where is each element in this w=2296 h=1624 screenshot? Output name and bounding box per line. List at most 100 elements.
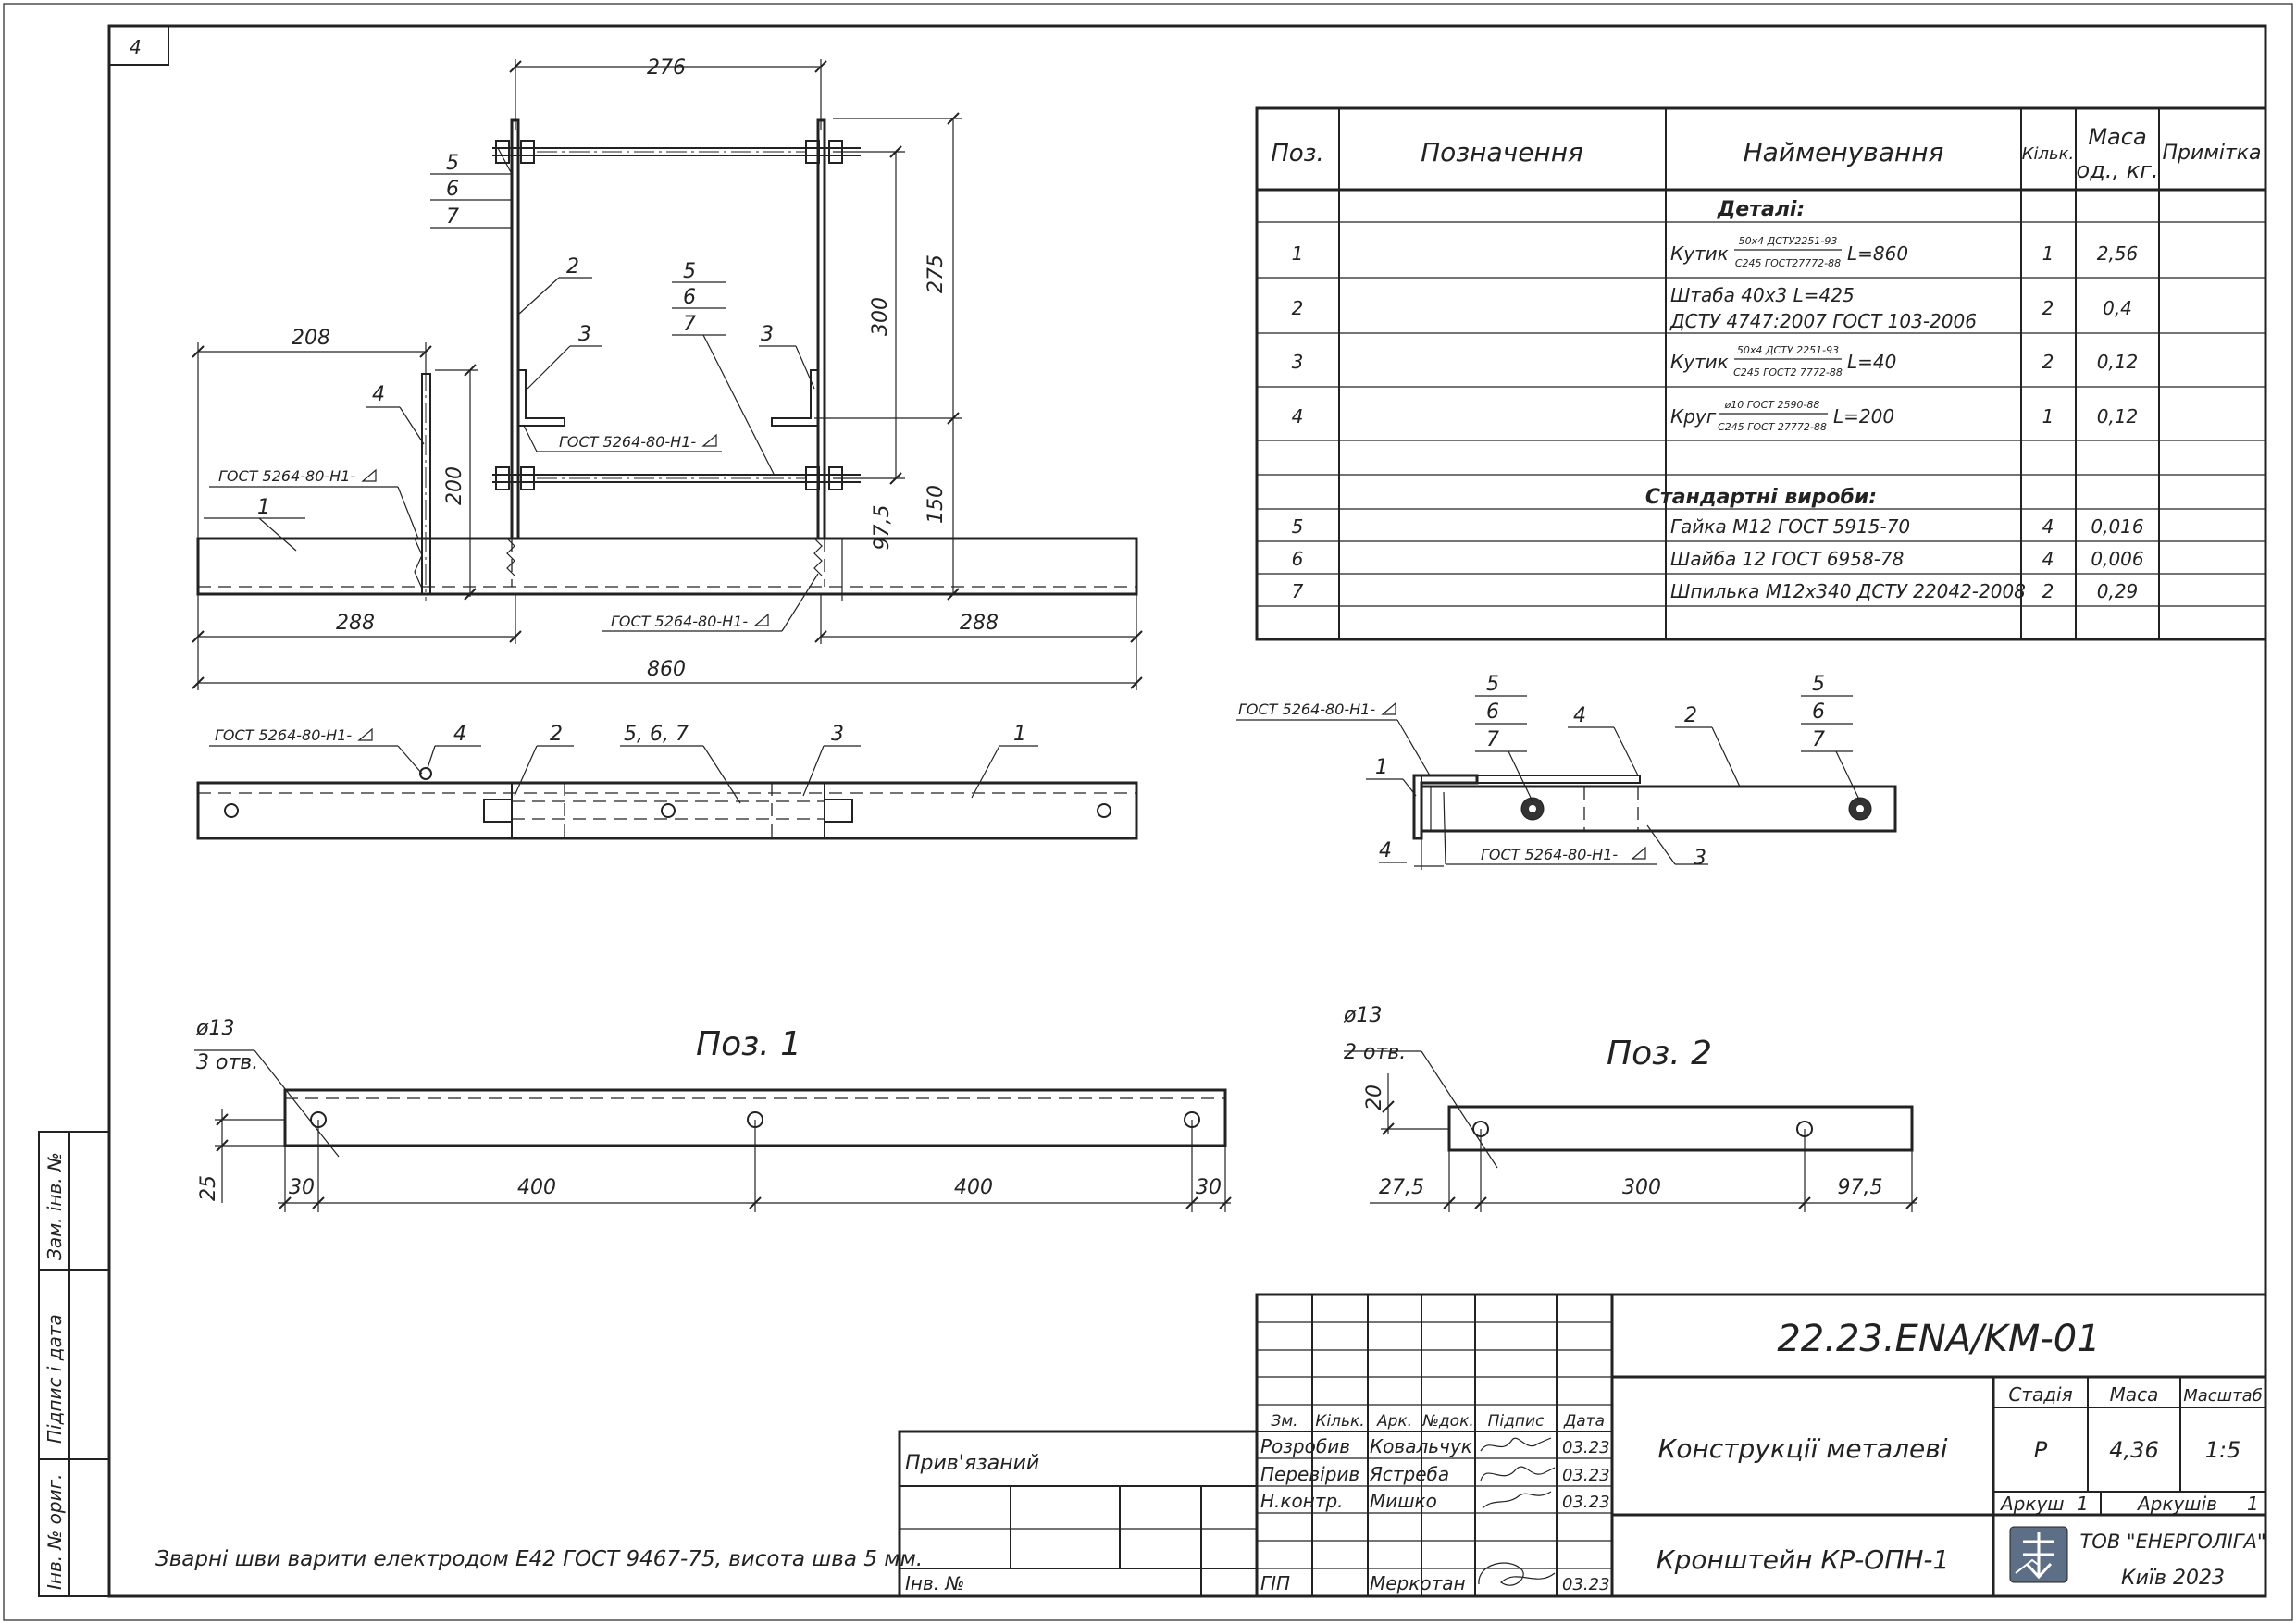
label-inv-no: Інв. № — [905, 1572, 964, 1594]
svg-text:L=860: L=860 — [1847, 242, 1908, 265]
role-gip: ГІП — [1260, 1572, 1290, 1594]
label-mass: Маса — [2110, 1383, 2159, 1406]
section-details: Деталі: — [1717, 198, 1806, 221]
side-callout-6-left: 6 — [1486, 700, 1499, 724]
side-label-signature: Підпис і дата — [43, 1314, 66, 1444]
callout-6-mid: 6 — [683, 286, 696, 309]
side-callout-7-left: 7 — [1486, 728, 1499, 751]
svg-text:4: 4 — [1292, 405, 1304, 428]
svg-text:6: 6 — [1292, 548, 1304, 570]
side-callout-2: 2 — [1684, 704, 1697, 727]
col-mass-bottom: од., кг. — [2077, 157, 2159, 183]
table-row: 4 Круг ø10 ГОСТ 2590-88 С245 ГОСТ 27772-… — [1292, 399, 2139, 433]
label-sheets: Аркушів — [2136, 1493, 2217, 1515]
dim-276: 276 — [647, 56, 686, 80]
value-scale: 1:5 — [2205, 1437, 2241, 1463]
pos1-hole-dia: ø13 — [195, 1017, 234, 1040]
date-gip: 03.23 — [1562, 1575, 1610, 1594]
weld-note-front-left: ГОСТ 5264-80-Н1- — [218, 467, 355, 485]
side-callout-1: 1 — [1375, 756, 1388, 779]
svg-text:Гайка М12 ГОСТ 5915-70: Гайка М12 ГОСТ 5915-70 — [1670, 515, 1910, 538]
section-standard: Стандартні вироби: — [1645, 486, 1877, 509]
dim-208: 208 — [292, 327, 330, 350]
dim-860: 860 — [647, 658, 686, 681]
side-stamp: Зам. інв. № Підпис і дата Інв. № ориг. — [38, 1131, 110, 1597]
date-checker: 03.23 — [1562, 1466, 1610, 1485]
svg-text:2: 2 — [2042, 297, 2054, 319]
callout-7-mid: 7 — [683, 313, 696, 336]
svg-text:2,56: 2,56 — [2097, 242, 2139, 265]
svg-text:Шпилька М12х340 ДСТУ 22042-200: Шпилька М12х340 ДСТУ 22042-2008 — [1670, 580, 2026, 602]
role-developer: Розробив — [1260, 1435, 1350, 1457]
svg-text:L=200: L=200 — [1833, 405, 1894, 428]
label-scale: Масштаб — [2183, 1386, 2263, 1406]
plan-callout-1: 1 — [1013, 723, 1026, 746]
dim-97-5: 97,5 — [871, 505, 894, 551]
name-gip: Меркотан — [1370, 1572, 1466, 1594]
hdr-data: Дата — [1563, 1412, 1605, 1431]
svg-text:0,12: 0,12 — [2097, 405, 2139, 428]
svg-text:0,29: 0,29 — [2097, 580, 2139, 602]
side-callout-3: 3 — [1694, 847, 1706, 870]
side-callout-5-left: 5 — [1486, 673, 1499, 696]
dim-300: 300 — [869, 297, 892, 336]
pos2-hole-count: 2 отв. — [1344, 1041, 1406, 1064]
svg-text:5: 5 — [1292, 515, 1304, 538]
name-normcontrol: Мишко — [1370, 1490, 1437, 1512]
hdr-kilk: Кільк. — [1315, 1412, 1364, 1431]
svg-text:1: 1 — [2042, 242, 2054, 265]
svg-text:1: 1 — [2042, 405, 2054, 428]
front-view: 276 275 300 150 97,5 208 200 — [192, 56, 1143, 690]
name-developer: Ковальчук — [1370, 1435, 1472, 1457]
value-stage: Р — [2034, 1437, 2048, 1463]
svg-text:1: 1 — [1292, 242, 1304, 265]
svg-text:0,006: 0,006 — [2091, 548, 2143, 570]
svg-text:Кутик: Кутик — [1670, 242, 1729, 265]
plan-callout-4: 4 — [453, 723, 466, 746]
value-sheets: 1 — [2247, 1493, 2259, 1515]
label-stage: Стадія — [2008, 1383, 2072, 1406]
hdr-ndok: №док. — [1421, 1412, 1474, 1431]
col-pos: Поз. — [1271, 140, 1324, 167]
table-row: 6 Шайба 12 ГОСТ 6958-78 4 0,006 — [1292, 548, 2144, 570]
company-logo-icon — [2009, 1526, 2068, 1583]
dim-200: 200 — [443, 466, 466, 505]
side-callout-7-right: 7 — [1812, 728, 1825, 751]
callout-7-top: 7 — [446, 205, 459, 229]
welding-note: Зварні шви варити електродом Е42 ГОСТ 94… — [155, 1547, 923, 1571]
callout-5-mid: 5 — [683, 260, 696, 283]
weld-note-side-top: ГОСТ 5264-80-Н1- — [1238, 700, 1375, 718]
signature-gip — [1478, 1562, 1556, 1586]
signature-developer — [1480, 1437, 1552, 1452]
name-checker: Ястреба — [1369, 1463, 1449, 1485]
svg-text:Круг: Круг — [1670, 405, 1717, 428]
value-sheet: 1 — [2077, 1493, 2089, 1515]
table-row: 3 Кутик 50х4 ДСТУ 2251-93 С245 ГОСТ2 777… — [1292, 344, 2139, 378]
callout-3-left: 3 — [578, 323, 591, 346]
table-row: 1 Кутик 50х4 ДСТУ2251-93 С245 ГОСТ27772-… — [1292, 235, 2139, 269]
signature-checker — [1480, 1466, 1556, 1481]
svg-text:Кутик: Кутик — [1670, 351, 1729, 373]
side-label-original: Інв. № ориг. — [43, 1474, 66, 1590]
hdr-pidpis: Підпис — [1488, 1412, 1545, 1431]
hdr-zm: Зм. — [1271, 1412, 1297, 1431]
title-block: Прив'язаний Інв. № Зм. Кільк. Арк. №док.… — [898, 1293, 2267, 1598]
role-checker: Перевірив — [1260, 1463, 1359, 1485]
pos1-title: Поз. 1 — [696, 1025, 801, 1063]
table-row: 7 Шпилька М12х340 ДСТУ 22042-2008 2 0,29 — [1292, 580, 2139, 602]
table-row: 5 Гайка М12 ГОСТ 5915-70 4 0,016 — [1292, 515, 2144, 538]
svg-text:2: 2 — [2042, 351, 2054, 373]
svg-text:0,4: 0,4 — [2103, 297, 2132, 319]
svg-text:Штаба 40х3 L=425: Штаба 40х3 L=425 — [1670, 284, 1855, 306]
svg-text:С245 ГОСТ 27772-88: С245 ГОСТ 27772-88 — [1718, 421, 1827, 433]
side-view: ГОСТ 5264-80-Н1- ГОСТ 5264-80-Н1- 5 6 7 … — [1236, 673, 1897, 870]
detail-pos-2: Поз. 2 ø13 2 отв. 20 27,5 300 97,5 — [1343, 1004, 1918, 1212]
dim-150: 150 — [925, 485, 948, 524]
document-code: 22.23.ENA/KM-01 — [1777, 1318, 2100, 1360]
label-privyazaniy: Прив'язаний — [905, 1452, 1039, 1475]
side-callout-6-right: 6 — [1812, 700, 1825, 724]
date-developer: 03.23 — [1562, 1438, 1610, 1457]
svg-text:2: 2 — [1292, 297, 1304, 319]
table-row: 2 Штаба 40х3 L=425 ДСТУ 4747:2007 ГОСТ 1… — [1292, 284, 2132, 332]
